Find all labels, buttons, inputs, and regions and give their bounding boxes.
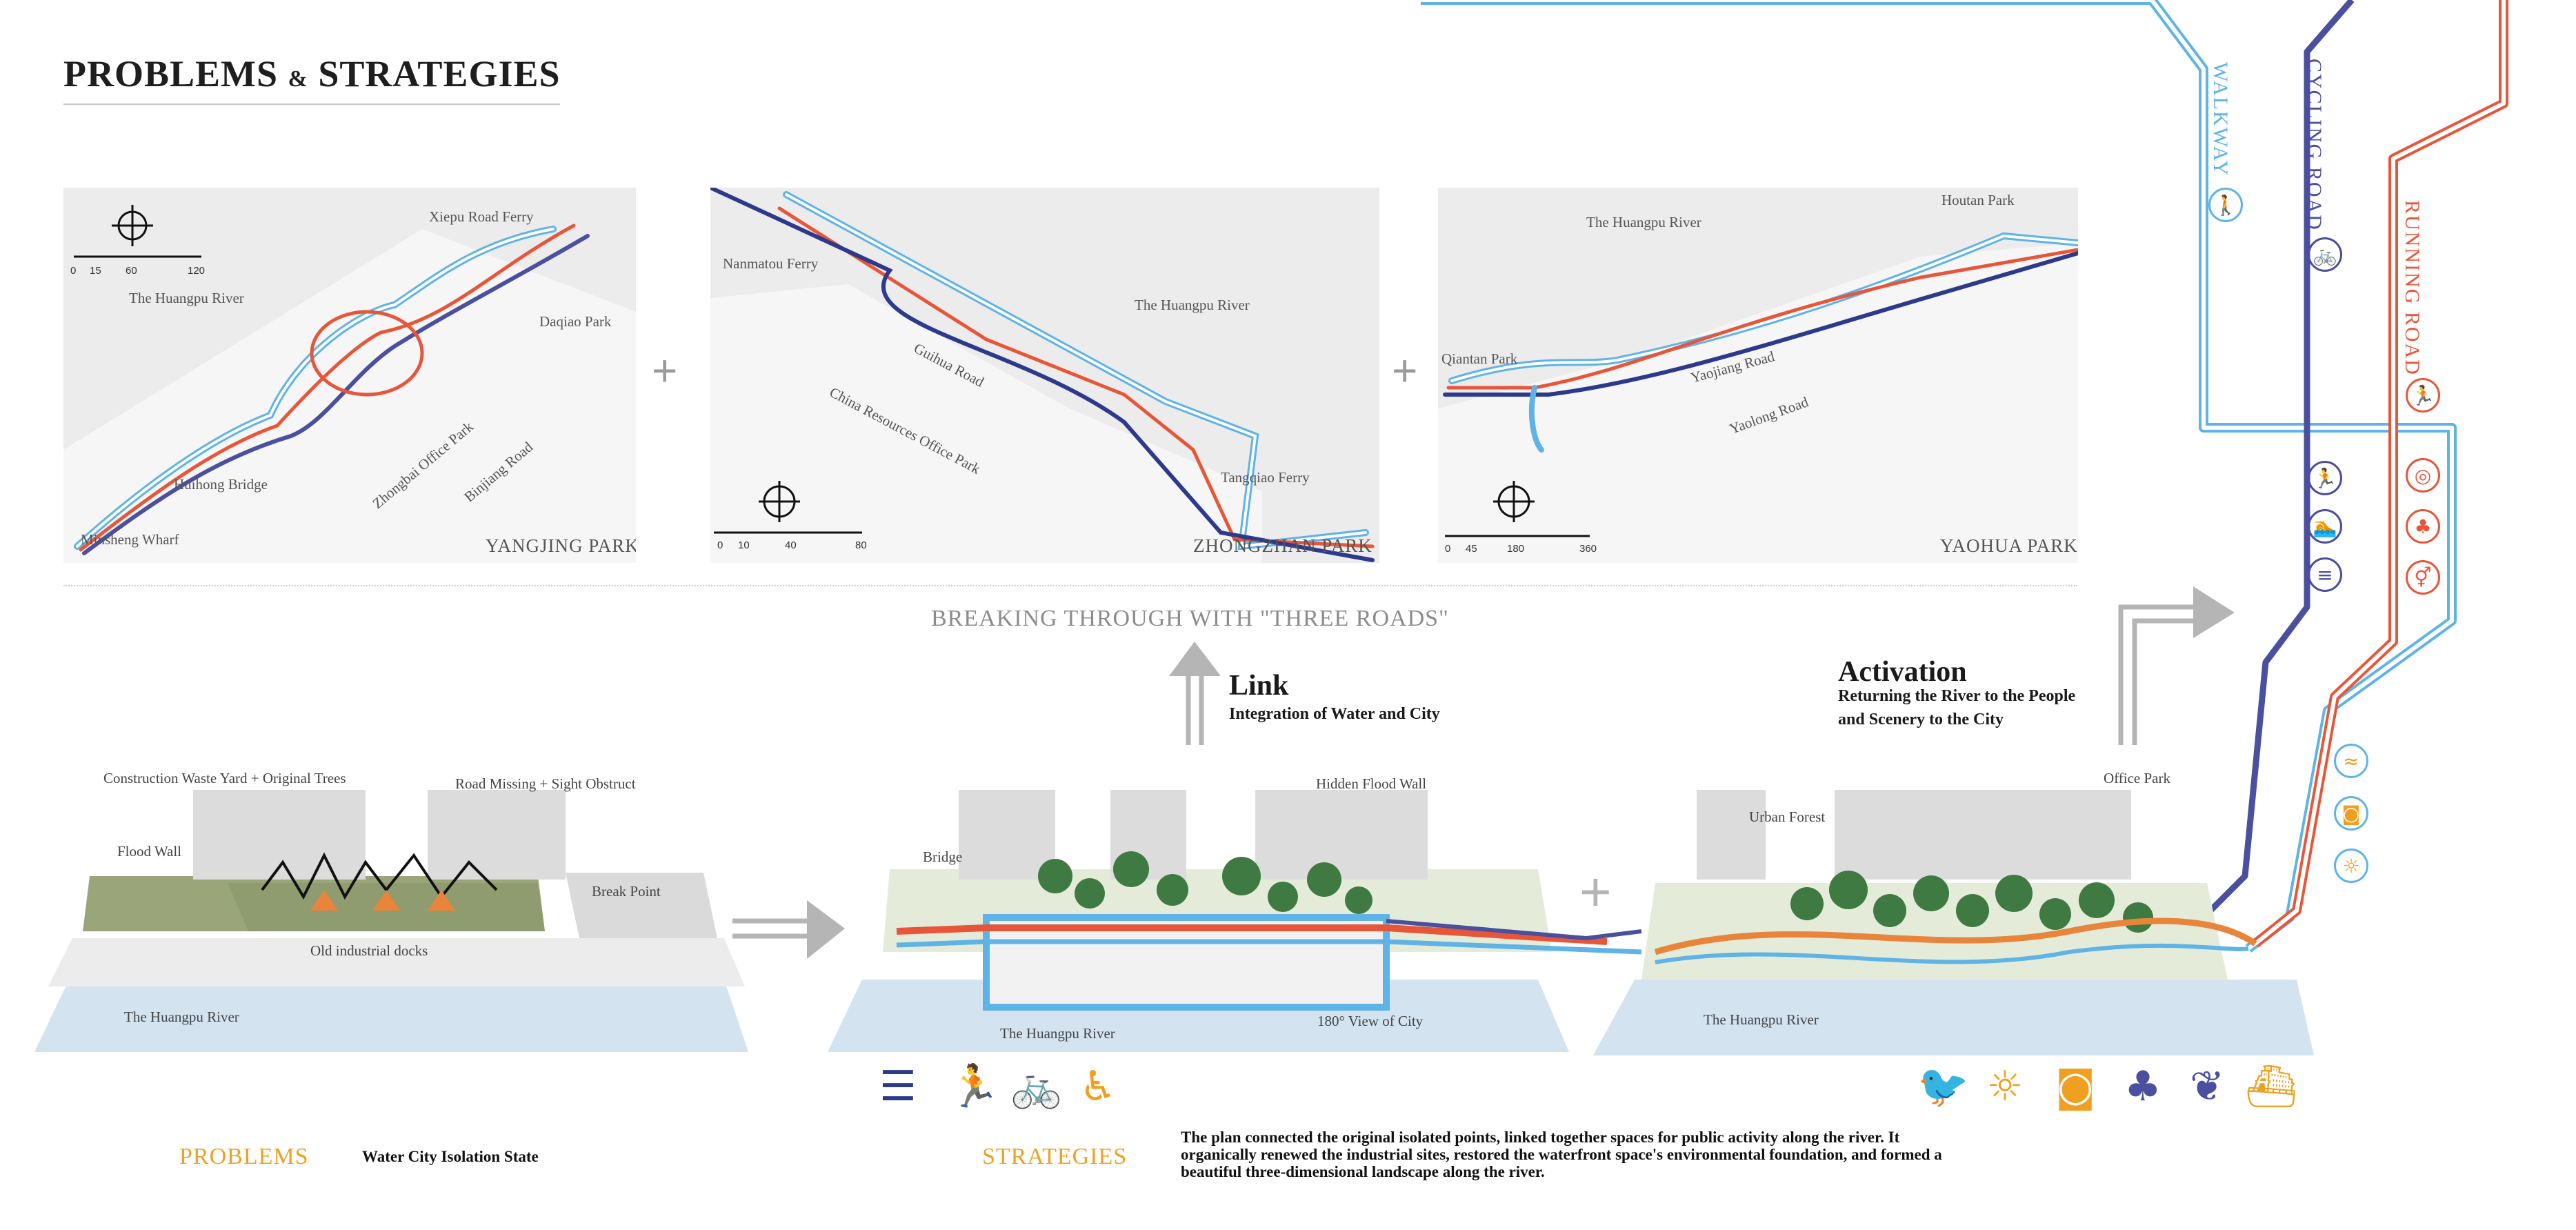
iso-label: The Huangpu River [124,1009,239,1025]
iso-label: Office Park [2104,770,2170,786]
iso-label: Urban Forest [1749,809,1826,825]
walkway-label: WALKWAY [2209,62,2232,177]
iso-label: The Huangpu River [1000,1025,1115,1042]
camera-icon: ◙ [2055,1062,2096,1111]
iso-label: Break Point [592,883,661,900]
map-label: Huihong Bridge [174,476,268,493]
scale-2: 60 [126,265,137,277]
link-iso [828,790,1642,1052]
map-label: Minsheng Wharf [81,531,179,548]
running-road-label: RUNNING ROAD [2401,200,2424,376]
map-label: The Huangpu River [129,290,244,306]
scale-0: 0 [1445,543,1451,555]
map-label: Nanmatou Ferry [723,255,819,272]
park-name-zhongzhan: ZHONGZHAN PARK [1193,535,1372,556]
iso-label: Hidden Flood Wall [1316,775,1427,792]
park-name-yangjing: YANGJING PARK [486,535,636,556]
iso-label: The Huangpu River [1704,1011,1819,1028]
iso-label: 180° View of City [1317,1013,1424,1029]
map-yaohua-routes [1438,232,2078,563]
park-name-yaohua: YAOHUA PARK [1940,535,2078,556]
title-underline [63,103,560,105]
page-title: PROBLEMS & STRATEGIES [63,52,561,95]
swimming-icon: ≈ [2334,744,2368,778]
bird-icon: 🐦 [1917,1062,1969,1111]
swimmer-icon: 🏊 [2308,509,2342,544]
cyclist-icon: 🚲 [2308,237,2342,272]
scale-3: 120 [188,265,206,277]
title-problems: PROBLEMS [63,53,279,95]
sun-icon: ☼ [1986,1062,2024,1111]
plus-sign: + [1392,346,1418,395]
bicycle-icon: 🚲 [1010,1062,1062,1111]
toilet-icon: ⚥ [2406,560,2440,595]
scale-1: 10 [738,539,750,551]
map-label: Houtan Park [1941,192,2015,208]
problems-iso [34,790,748,1052]
map-label: Tangqiao Ferry [1221,469,1310,486]
scale-0: 0 [717,539,723,551]
activation-subtitle-2: and Scenery to the City [1838,711,2004,728]
iso-label: Construction Waste Yard + Original Trees [103,770,346,786]
scale-2: 180 [1507,543,1525,555]
walker-icon: 🚶 [2208,188,2243,222]
tree-icon: ♣ [2406,509,2440,544]
map-yaohua: 0 45 180 360 The Huangpu River Houtan Pa… [1438,188,2078,563]
scale-1: 15 [90,265,101,277]
activation-heading: Activation [1838,656,1967,688]
map-label: Xiepu Road Ferry [429,208,534,225]
scale-1: 45 [1466,543,1477,555]
map-label: Qiantan Park [1441,350,1518,367]
link-heading: Link [1229,670,1289,702]
bench-icon: ☰ [879,1062,917,1111]
problems-description: Water City Isolation State [362,1148,539,1165]
scale-3: 80 [855,539,867,551]
link-subtitle: Integration of Water and City [1229,705,1440,723]
cycling-road-label: CYCLING ROAD [2303,59,2326,231]
scale-3: 360 [1579,543,1597,555]
boat-icon: ⛴ [2245,1062,2298,1111]
plus-sign: + [652,346,678,395]
runner-icon: 🏃 [948,1062,1000,1111]
trees-icon: ♣ [2124,1062,2161,1111]
runner-icon: 🏃 [2406,378,2440,413]
problems-caption: PROBLEMS [179,1144,309,1169]
runner-icon: 🏃 [2308,461,2342,495]
scale-2: 40 [785,539,797,551]
lifebuoy-icon: ◎ [2406,458,2440,493]
map-yangjing-routes [63,188,636,563]
section-divider [63,585,2077,586]
camera-icon: ◙ [2334,796,2368,831]
wheelchair-icon: ♿ [1079,1062,1117,1111]
scale-0: 0 [70,265,77,277]
map-label: The Huangpu River [1135,297,1250,313]
title-strategies: STRATEGIES [318,53,561,95]
bench-icon: ≡ [2308,557,2342,592]
map-zhongzhan-routes [710,188,1375,563]
map-label: Daqiao Park [539,313,612,330]
title-ampersand: & [288,66,308,92]
activation-subtitle-1: Returning the River to the People [1838,687,2076,705]
leaf-icon: ❦ [2190,1062,2225,1111]
iso-label: Old industrial docks [310,942,428,959]
sun-icon: ☼ [2334,849,2368,883]
strategies-description: The plan connected the original isolated… [1181,1129,1942,1180]
iso-label: Road Missing + Sight Obstruct [455,775,636,792]
svg-text:+: + [1579,861,1612,922]
activation-iso [1593,790,2314,1055]
iso-label: Flood Wall [117,843,182,860]
iso-label: Bridge [923,849,963,865]
map-label: The Huangpu River [1586,214,1701,230]
breaking-through-heading: BREAKING THROUGH WITH "THREE ROADS" [931,606,1449,631]
map-zhongzhan: 0 10 40 80 Nanmatou Ferry The Huangpu Ri… [710,188,1379,563]
strategies-caption: STRATEGIES [982,1144,1128,1169]
map-yangjing: 0 15 60 120 Xiepu Road Ferry The Huangpu… [63,188,636,563]
